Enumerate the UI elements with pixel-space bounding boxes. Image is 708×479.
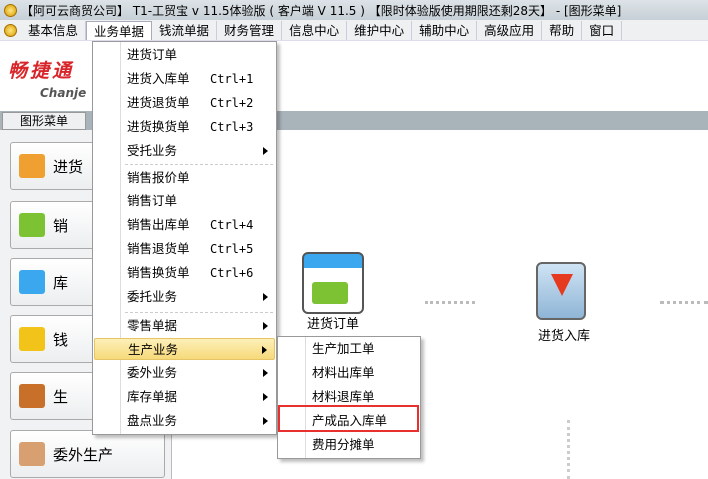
flow-connector	[567, 420, 570, 479]
menu-item[interactable]: 库存单据	[94, 386, 275, 408]
menu-item-label: 进货订单	[127, 47, 178, 62]
menu-item[interactable]: 进货退货单 Ctrl+2	[94, 92, 275, 114]
left-button-0[interactable]: 进货	[10, 142, 165, 190]
menu-item-label: 受托业务	[127, 143, 178, 158]
logo-en: Chanje	[40, 86, 87, 100]
menu-item-shortcut: Ctrl+1	[210, 72, 254, 86]
menu-item[interactable]: 零售单据	[94, 315, 275, 337]
menu-item[interactable]: 受托业务	[94, 140, 275, 162]
module-icon	[19, 384, 45, 408]
module-icon	[19, 442, 45, 466]
left-button-5[interactable]: 委外生产	[10, 430, 165, 478]
menu-separator	[125, 164, 273, 165]
menu-item-label: 进货入库单	[127, 71, 190, 86]
menu-item[interactable]: 销售订单	[94, 190, 275, 212]
menu-item-label: 销售报价单	[127, 170, 190, 185]
menu-item-label: 销售退货单	[127, 241, 190, 256]
left-button-label: 库	[53, 273, 69, 292]
menu-item-label: 委外业务	[127, 365, 178, 380]
submenu-arrow-icon	[263, 293, 268, 301]
menu-item-label: 生产业务	[128, 342, 179, 357]
menu-separator	[125, 312, 273, 313]
menu-3[interactable]: 财务管理	[217, 20, 283, 40]
app-menu-icon[interactable]	[4, 23, 17, 37]
submenu-item[interactable]: 费用分摊单	[279, 434, 419, 456]
menu-item[interactable]: 销售退货单 Ctrl+5	[94, 238, 275, 260]
menu-item-label: 销售出库单	[127, 217, 190, 232]
submenu-item-label: 生产加工单	[312, 341, 375, 356]
left-button-label: 生	[53, 387, 69, 406]
menu-4[interactable]: 信息中心	[282, 20, 348, 40]
menu-0[interactable]: 基本信息	[21, 20, 87, 40]
submenu-arrow-icon	[263, 393, 268, 401]
submenu-item[interactable]: 材料出库单	[279, 362, 419, 384]
purchase-order-label[interactable]: 进货订单	[307, 317, 360, 332]
submenu-arrow-icon	[263, 322, 268, 330]
business-documents-menu: 进货订单进货入库单 Ctrl+1 进货退货单 Ctrl+2 进货换货单 Ctrl+3 受托业…	[92, 41, 277, 435]
menu-item-label: 销售订单	[127, 193, 178, 208]
submenu-item-label: 费用分摊单	[312, 437, 375, 452]
submenu-item[interactable]: 产成品入库单	[279, 410, 419, 432]
app-icon	[4, 3, 17, 17]
menu-bar: 基本信息业务单据钱流单据财务管理信息中心维护中心辅助中心高级应用帮助窗口	[0, 20, 708, 41]
menu-item-label: 库存单据	[127, 389, 178, 404]
purchase-inbound-icon[interactable]	[536, 262, 586, 320]
menu-item-label: 销售换货单	[127, 265, 190, 280]
menu-item[interactable]: 进货订单	[94, 44, 275, 66]
menu-item-label: 盘点业务	[127, 413, 178, 428]
flow-connector	[660, 301, 708, 304]
menu-item[interactable]: 进货换货单 Ctrl+3	[94, 116, 275, 138]
flow-connector	[425, 301, 475, 304]
submenu-arrow-icon	[263, 147, 268, 155]
production-submenu: 生产加工单材料出库单材料退库单产成品入库单费用分摊单	[277, 336, 421, 459]
submenu-arrow-icon	[263, 417, 268, 425]
module-icon	[19, 270, 45, 294]
module-icon	[19, 327, 45, 351]
menu-item-shortcut: Ctrl+4	[210, 218, 254, 232]
menu-item[interactable]: 销售报价单	[94, 167, 275, 189]
menu-item-label: 进货退货单	[127, 95, 190, 110]
menu-item-shortcut: Ctrl+5	[210, 242, 254, 256]
menu-item[interactable]: 销售出库单 Ctrl+4	[94, 214, 275, 236]
tab-graphic-menu[interactable]: 图形菜单	[2, 112, 86, 130]
menu-item-label: 进货换货单	[127, 119, 190, 134]
left-button-label: 销	[53, 216, 69, 235]
menu-6[interactable]: 辅助中心	[412, 20, 478, 40]
menu-item-label: 零售单据	[127, 318, 178, 333]
menu-item-shortcut: Ctrl+6	[210, 266, 254, 280]
menu-item[interactable]: 销售换货单 Ctrl+6	[94, 262, 275, 284]
submenu-item[interactable]: 材料退库单	[279, 386, 419, 408]
module-icon	[19, 154, 45, 178]
submenu-arrow-icon	[263, 369, 268, 377]
submenu-item-label: 产成品入库单	[312, 413, 388, 428]
submenu-arrow-icon	[262, 346, 267, 354]
left-button-label: 委外生产	[53, 445, 114, 464]
menu-1[interactable]: 业务单据	[86, 20, 153, 40]
menu-9[interactable]: 窗口	[582, 20, 623, 40]
menu-item-shortcut: Ctrl+2	[210, 96, 254, 110]
menu-item[interactable]: 盘点业务	[94, 410, 275, 432]
submenu-item-label: 材料出库单	[312, 365, 375, 380]
menu-item[interactable]: 生产业务	[94, 338, 275, 360]
menu-2[interactable]: 钱流单据	[152, 20, 218, 40]
window-title: 【阿可云商贸公司】 T1-工贸宝 v 11.5体验版 ( 客户端 V 11.5 …	[21, 3, 622, 18]
left-button-label: 进货	[53, 157, 84, 176]
menu-5[interactable]: 维护中心	[347, 20, 413, 40]
menu-item[interactable]: 进货入库单 Ctrl+1	[94, 68, 275, 90]
module-icon	[19, 213, 45, 237]
menu-item[interactable]: 委托业务	[94, 286, 275, 308]
left-button-label: 钱	[53, 330, 69, 349]
menu-7[interactable]: 高级应用	[477, 20, 543, 40]
purchase-inbound-label[interactable]: 进货入库	[538, 329, 591, 344]
submenu-item-label: 材料退库单	[312, 389, 375, 404]
logo: 畅捷通	[8, 60, 75, 82]
highlight-box	[278, 405, 419, 432]
purchase-order-icon[interactable]	[302, 252, 364, 314]
menu-item-shortcut: Ctrl+3	[210, 120, 254, 134]
menu-8[interactable]: 帮助	[542, 20, 583, 40]
menu-item[interactable]: 委外业务	[94, 362, 275, 384]
menu-item-label: 委托业务	[127, 289, 178, 304]
title-bar: 【阿可云商贸公司】 T1-工贸宝 v 11.5体验版 ( 客户端 V 11.5 …	[0, 0, 708, 20]
submenu-item[interactable]: 生产加工单	[279, 338, 419, 360]
